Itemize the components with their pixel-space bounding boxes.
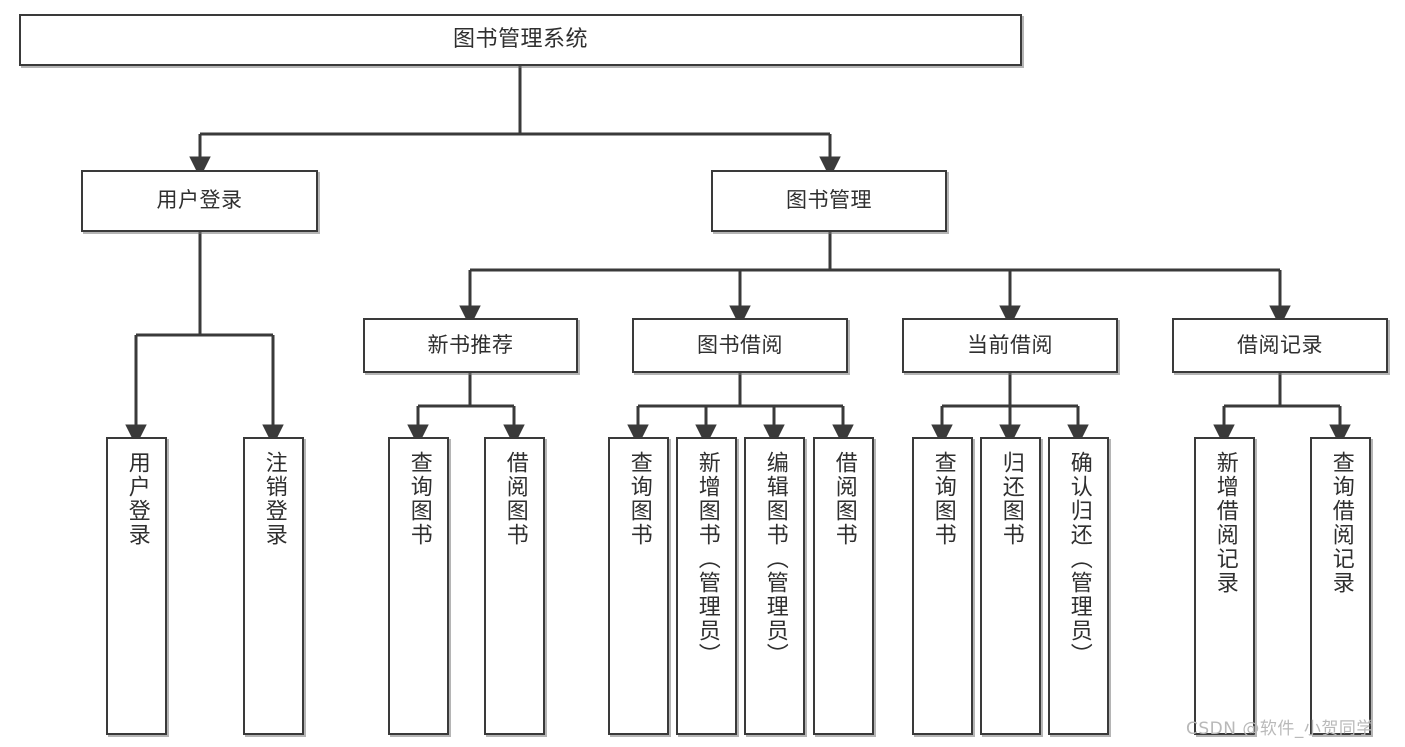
node-label: 借阅图书 xyxy=(502,451,528,547)
leaf-confirm-return-admin[interactable]: 确认归还（管理员） xyxy=(1048,437,1109,735)
node-label: 用户登录 xyxy=(124,451,150,547)
leaf-query-book-current[interactable]: 查询图书 xyxy=(912,437,973,735)
node-label: 查询图书 xyxy=(406,451,432,547)
node-label: 图书管理 xyxy=(786,188,872,213)
node-root[interactable]: 图书管理系统 xyxy=(19,14,1022,66)
leaf-add-borrow-record[interactable]: 新增借阅记录 xyxy=(1194,437,1255,735)
node-label: 新书推荐 xyxy=(427,332,514,357)
node-borrow-record[interactable]: 借阅记录 xyxy=(1172,318,1388,373)
node-current-borrow[interactable]: 当前借阅 xyxy=(902,318,1118,373)
node-label: 查询图书 xyxy=(930,451,956,547)
leaf-return-book[interactable]: 归还图书 xyxy=(980,437,1041,735)
node-label: 确认归还（管理员） xyxy=(1066,451,1092,667)
node-book-borrow[interactable]: 图书借阅 xyxy=(632,318,848,373)
leaf-query-book-borrow[interactable]: 查询图书 xyxy=(608,437,669,735)
node-label: 图书管理系统 xyxy=(452,26,588,52)
node-label: 借阅图书 xyxy=(831,451,857,547)
leaf-query-book-recommend[interactable]: 查询图书 xyxy=(388,437,449,735)
leaf-borrow-book-recommend[interactable]: 借阅图书 xyxy=(484,437,545,735)
watermark: CSDN @软件_小贺同学 xyxy=(1186,719,1374,739)
node-label: 图书借阅 xyxy=(697,332,783,357)
leaf-user-login[interactable]: 用户登录 xyxy=(106,437,167,735)
node-label: 查询图书 xyxy=(626,451,652,547)
node-label: 查询借阅记录 xyxy=(1328,451,1354,595)
node-new-book-recommend[interactable]: 新书推荐 xyxy=(363,318,578,373)
node-label: 编辑图书（管理员） xyxy=(762,451,788,667)
node-book-management[interactable]: 图书管理 xyxy=(711,170,947,232)
leaf-borrow-book[interactable]: 借阅图书 xyxy=(813,437,874,735)
leaf-logout[interactable]: 注销登录 xyxy=(243,437,304,735)
node-label: 新增图书（管理员） xyxy=(694,451,720,667)
node-label: 用户登录 xyxy=(156,188,243,213)
node-label: 归还图书 xyxy=(998,451,1024,547)
leaf-add-book-admin[interactable]: 新增图书（管理员） xyxy=(676,437,737,735)
node-label: 当前借阅 xyxy=(967,332,1053,357)
node-label: 借阅记录 xyxy=(1237,332,1323,357)
leaf-query-borrow-record[interactable]: 查询借阅记录 xyxy=(1310,437,1371,735)
node-label: 新增借阅记录 xyxy=(1212,451,1238,595)
node-label: 注销登录 xyxy=(261,451,287,547)
node-user-login[interactable]: 用户登录 xyxy=(81,170,318,232)
leaf-edit-book-admin[interactable]: 编辑图书（管理员） xyxy=(744,437,805,735)
